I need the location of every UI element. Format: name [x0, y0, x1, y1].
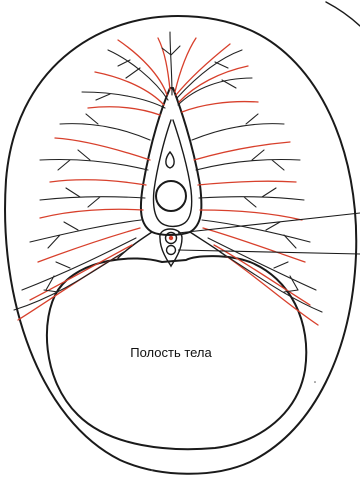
- corner-fragment-arc: [326, 2, 360, 26]
- neural-tube-outline: [141, 88, 202, 235]
- body-cavity-label: Полость тела: [130, 345, 212, 360]
- dorsal-aorta-lumen: [169, 236, 173, 240]
- notochord: [156, 181, 186, 211]
- speck: [151, 469, 153, 471]
- pointer-line-upper: [178, 213, 360, 233]
- pointer-line-lower: [178, 250, 360, 254]
- cardinal-vein: [167, 246, 176, 255]
- speck: [314, 381, 316, 383]
- neural-canal: [166, 152, 174, 168]
